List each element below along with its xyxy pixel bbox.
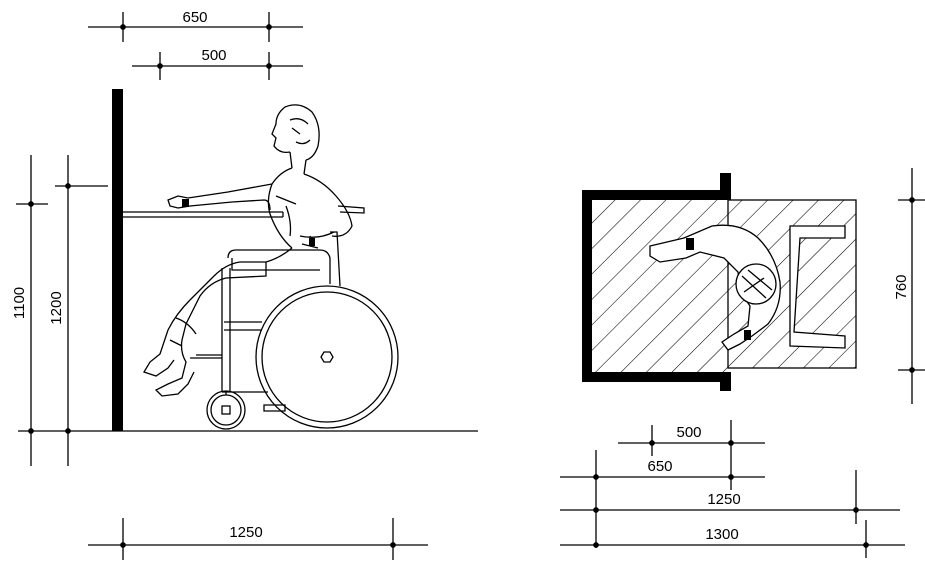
label-1250-elevation: 1250 (229, 524, 262, 541)
dim-650-elevation (88, 12, 303, 42)
dim-1250-plan (560, 470, 900, 524)
counter-shelf (123, 211, 284, 218)
label-1250-plan: 1250 (707, 491, 740, 508)
label-650-elevation: 650 (182, 9, 207, 26)
person-head (271, 104, 320, 175)
label-500-plan: 500 (676, 424, 701, 441)
wall (112, 89, 123, 431)
person-legs (143, 247, 293, 397)
label-650-plan: 650 (647, 458, 672, 475)
label-760: 760 (893, 274, 910, 299)
dim-760 (898, 168, 925, 404)
plan-view (560, 168, 925, 558)
dim-650-plan (560, 450, 765, 548)
elevation-view (16, 12, 478, 560)
dim-1250-elevation (88, 518, 428, 560)
rear-wheel-outer (255, 285, 399, 429)
plan-wheelchair (789, 225, 846, 349)
front-caster (206, 390, 246, 430)
wheelchair-frame (221, 249, 331, 393)
dim-1300-plan (560, 520, 905, 558)
rear-wheel-rim (261, 291, 393, 423)
hatched-area-alcove (592, 200, 728, 372)
alcove-walls (582, 173, 731, 391)
seated-person (143, 104, 365, 397)
dim-1100 (16, 155, 48, 466)
dim-1200 (55, 155, 108, 466)
label-500-elevation: 500 (201, 47, 226, 64)
person-arm (167, 183, 273, 211)
label-1300-plan: 1300 (705, 526, 738, 543)
label-1200: 1200 (48, 291, 65, 324)
wheel-hub-icon (320, 351, 334, 363)
person-torso (267, 167, 353, 249)
label-1100: 1100 (11, 287, 28, 319)
wheelchair (190, 231, 399, 430)
dim-500-elevation (132, 52, 303, 80)
